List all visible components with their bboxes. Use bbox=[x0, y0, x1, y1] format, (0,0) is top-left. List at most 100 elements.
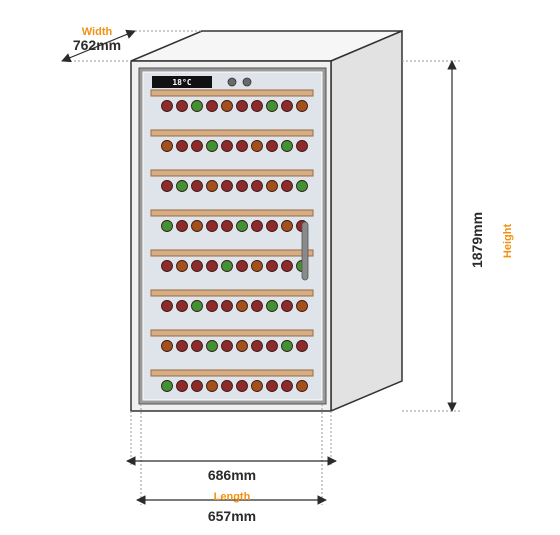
wine-bottle bbox=[161, 140, 173, 152]
wine-bottle bbox=[176, 140, 188, 152]
wine-bottle bbox=[221, 180, 233, 192]
shelf bbox=[150, 329, 314, 337]
wine-bottle bbox=[161, 260, 173, 272]
wine-bottle bbox=[281, 180, 293, 192]
wine-bottle bbox=[176, 380, 188, 392]
width-label: Width bbox=[82, 26, 113, 38]
wine-bottle bbox=[236, 380, 248, 392]
wine-bottle bbox=[236, 100, 248, 112]
wine-bottle bbox=[221, 300, 233, 312]
wine-bottle bbox=[176, 340, 188, 352]
wine-bottle bbox=[191, 140, 203, 152]
control-button bbox=[227, 77, 237, 87]
wine-bottle bbox=[221, 340, 233, 352]
shelf bbox=[150, 369, 314, 377]
wine-bottle bbox=[236, 220, 248, 232]
wine-bottle bbox=[281, 100, 293, 112]
temperature-display bbox=[152, 76, 212, 88]
wine-bottle bbox=[176, 180, 188, 192]
door-handle bbox=[301, 221, 309, 281]
wine-bottle bbox=[161, 220, 173, 232]
wine-bottle bbox=[161, 180, 173, 192]
wine-bottle bbox=[191, 180, 203, 192]
wine-bottle bbox=[236, 260, 248, 272]
wine-bottle bbox=[176, 220, 188, 232]
wine-bottle bbox=[251, 140, 263, 152]
shelf bbox=[150, 249, 314, 257]
wine-bottle bbox=[221, 100, 233, 112]
length-outer-value: 686mm bbox=[208, 467, 256, 483]
wine-bottle bbox=[296, 140, 308, 152]
wine-bottle bbox=[281, 380, 293, 392]
wine-bottle bbox=[206, 220, 218, 232]
wine-bottle bbox=[266, 300, 278, 312]
wine-bottle bbox=[206, 140, 218, 152]
wine-bottle bbox=[281, 340, 293, 352]
shelf bbox=[150, 289, 314, 297]
wine-bottle bbox=[191, 300, 203, 312]
wine-bottle bbox=[191, 340, 203, 352]
control-button bbox=[242, 77, 252, 87]
wine-bottle bbox=[221, 380, 233, 392]
width-dimension: Width 762mm bbox=[61, 26, 202, 63]
wine-bottle bbox=[161, 100, 173, 112]
wine-bottle bbox=[161, 380, 173, 392]
length-inner-value: 657mm bbox=[208, 508, 256, 524]
shelf bbox=[150, 89, 314, 97]
shelf bbox=[150, 169, 314, 177]
wine-bottle bbox=[296, 180, 308, 192]
wine-bottle bbox=[296, 100, 308, 112]
shelves bbox=[150, 89, 314, 392]
wine-bottle bbox=[236, 140, 248, 152]
wine-bottle bbox=[236, 300, 248, 312]
wine-bottle bbox=[266, 340, 278, 352]
wine-bottle bbox=[161, 340, 173, 352]
height-value: 1879mm bbox=[469, 212, 485, 268]
wine-bottle bbox=[236, 340, 248, 352]
wine-bottle bbox=[176, 300, 188, 312]
wine-bottle bbox=[251, 380, 263, 392]
shelf bbox=[150, 209, 314, 217]
wine-bottle bbox=[236, 180, 248, 192]
height-dimension: 1879mm Height bbox=[402, 60, 514, 412]
wine-bottle bbox=[191, 220, 203, 232]
wine-bottle bbox=[251, 100, 263, 112]
wine-bottle bbox=[206, 340, 218, 352]
wine-bottle bbox=[191, 100, 203, 112]
wine-bottle bbox=[266, 100, 278, 112]
cabinet-side bbox=[330, 29, 403, 413]
wine-bottle bbox=[206, 260, 218, 272]
wine-bottle bbox=[251, 340, 263, 352]
wine-bottle bbox=[206, 100, 218, 112]
wine-bottle bbox=[176, 260, 188, 272]
wine-bottle bbox=[296, 340, 308, 352]
wine-bottle bbox=[281, 220, 293, 232]
width-value: 762mm bbox=[73, 37, 121, 53]
height-label: Height bbox=[502, 224, 514, 259]
wine-bottle bbox=[206, 300, 218, 312]
wine-bottle bbox=[266, 140, 278, 152]
wine-bottle bbox=[191, 380, 203, 392]
length-label: Length bbox=[214, 491, 251, 503]
wine-bottle bbox=[281, 260, 293, 272]
temperature-display-text: 18°C bbox=[172, 78, 191, 87]
shelf bbox=[150, 129, 314, 137]
wine-bottle bbox=[206, 180, 218, 192]
wine-bottle bbox=[176, 100, 188, 112]
wine-bottle bbox=[251, 180, 263, 192]
wine-cooler: 18°C bbox=[130, 29, 403, 413]
wine-bottle bbox=[191, 260, 203, 272]
wine-bottle bbox=[221, 140, 233, 152]
wine-bottle bbox=[221, 260, 233, 272]
wine-bottle bbox=[251, 300, 263, 312]
wine-bottle bbox=[266, 380, 278, 392]
width-dimension-line bbox=[61, 29, 136, 63]
wine-bottle bbox=[266, 220, 278, 232]
wine-bottle bbox=[296, 300, 308, 312]
wine-bottle bbox=[266, 180, 278, 192]
wine-bottle bbox=[221, 220, 233, 232]
wine-bottle bbox=[251, 260, 263, 272]
wine-bottle bbox=[251, 220, 263, 232]
wine-bottle bbox=[281, 140, 293, 152]
